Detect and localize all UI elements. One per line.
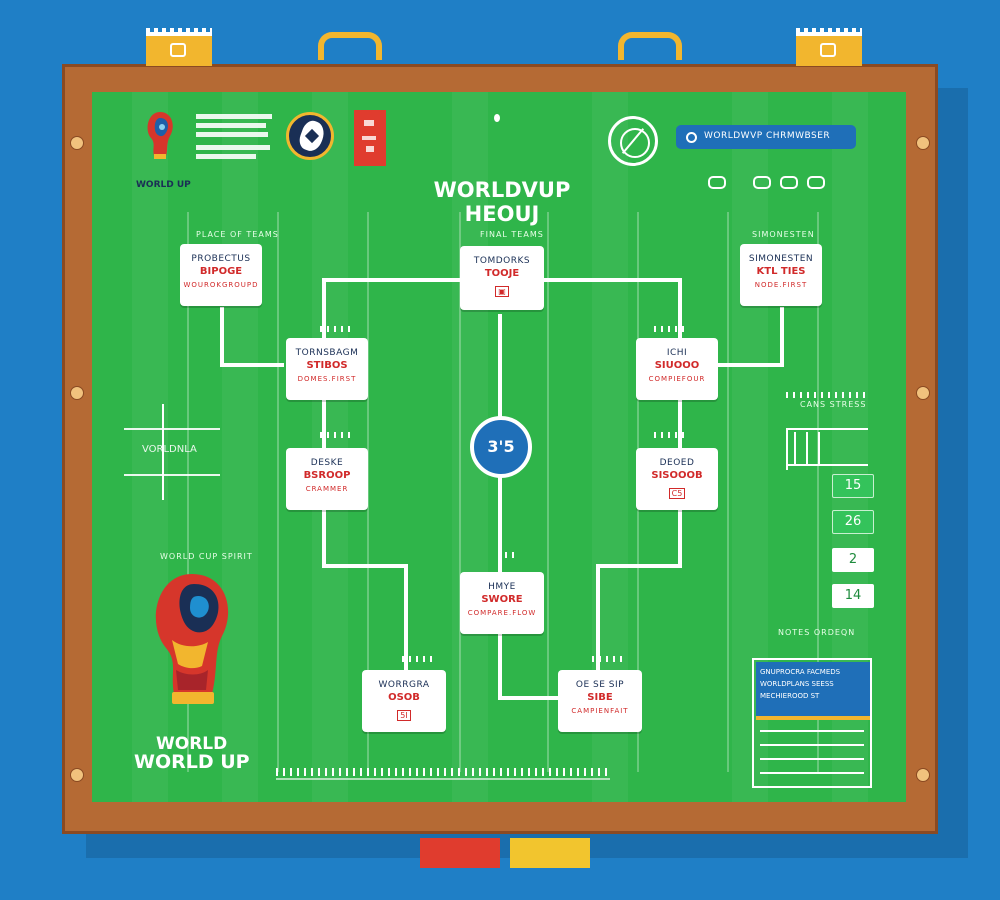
right-bottom-card[interactable]: OE SE SIP SIBE CAMPIENFAIT: [558, 670, 642, 732]
left-side-mark: [162, 404, 164, 500]
left-top-label: PLACE OF TEAMS: [196, 230, 279, 239]
card-score: SWORE: [481, 594, 523, 605]
pin-clip-left: [146, 28, 212, 66]
card-title: ICHI: [666, 348, 688, 358]
bracket-board: WORLD UP WORLDVUP HEOUJ WORLDWVP CHRMWBS…: [92, 92, 906, 802]
notes-panel[interactable]: GNUPROCRA FACMEDS WORLDPLANS SEESS MECHI…: [752, 658, 872, 788]
nail-top-right: [916, 136, 930, 150]
score-box-1[interactable]: 15: [832, 474, 874, 498]
panel-label: NOTES ORDEQN: [778, 628, 856, 637]
world-cup-logo-large: [155, 574, 229, 704]
card-title: DESKE: [310, 458, 344, 468]
right-top-label: SIMONESTEN: [752, 230, 815, 239]
nail-bottom-right: [916, 768, 930, 782]
center-score-circle[interactable]: 3'5: [470, 416, 532, 478]
nail-top-left: [70, 136, 84, 150]
left-logo-caption: WORLD WORLD UP: [134, 734, 250, 773]
center-score-value: 3'5: [487, 437, 515, 456]
card-title: WORRGRA: [378, 680, 430, 690]
center-top-label: FINAL TEAMS: [480, 230, 544, 239]
left-lower-label: WORLD CUP SPIRIT: [160, 552, 253, 561]
nail-bottom-left: [70, 768, 84, 782]
card-score: SISOOOB: [651, 470, 703, 481]
card-badge: 5I: [397, 710, 411, 721]
board-title-line2: HEOUJ: [464, 202, 540, 226]
pin-icon: [170, 43, 186, 57]
card-score: BIPOGE: [199, 266, 243, 277]
card-title: HMYE: [488, 582, 516, 592]
stats-ruler: [786, 392, 866, 398]
right-mid-bottom-card[interactable]: DEOED SISOOOB C5: [636, 448, 718, 510]
card-score: KTL TIES: [756, 266, 806, 277]
bottom-tab-yellow[interactable]: [510, 838, 590, 868]
card-note: WOUROKGROUPD: [183, 281, 259, 289]
card-score: SIBE: [587, 692, 613, 703]
world-cup-logo-small: [147, 112, 173, 159]
board-handle-right: [618, 32, 682, 60]
search-label: WORLDWVP CHRMWBSER: [704, 131, 831, 141]
left-top-card[interactable]: PROBECTUS BIPOGE WOUROKGROUPD: [180, 244, 262, 306]
card-note: CRAMMER: [305, 485, 349, 493]
pin-clip-right: [796, 28, 862, 66]
nail-mid-right: [916, 386, 930, 400]
notes-panel-header: GNUPROCRA FACMEDS WORLDPLANS SEESS MECHI…: [756, 662, 870, 720]
card-badge: C5: [668, 488, 686, 499]
search-bar[interactable]: WORLDWVP CHRMWBSER: [676, 125, 856, 149]
card-score: BSROOP: [303, 470, 351, 481]
flag-icon: [354, 110, 386, 166]
score-box-4[interactable]: 14: [832, 584, 874, 608]
bottom-tab-red[interactable]: [420, 838, 500, 868]
center-top-card[interactable]: TOMDORKS TOOJE ▣: [460, 246, 544, 310]
right-top-card[interactable]: SIMONESTEN KTL TIES NODE.FIRST: [740, 244, 822, 306]
center-bottom-card[interactable]: HMYE SWORE COMPARE.FLOW: [460, 572, 544, 634]
card-title: OE SE SIP: [575, 680, 625, 690]
score-box-3[interactable]: 2: [832, 548, 874, 572]
card-score: SIUOOO: [654, 360, 700, 371]
score-box-2[interactable]: 26: [832, 510, 874, 534]
board-title-line1: WORLDVUP: [433, 178, 571, 202]
title-dot: [494, 114, 500, 122]
stats-chart-box: [786, 428, 868, 470]
stats-label: CANS STRESS: [800, 400, 867, 409]
left-bottom-card[interactable]: WORRGRA OSOB 5I: [362, 670, 446, 732]
right-mid-top-card[interactable]: ICHI SIUOOO COMPIEFOUR: [636, 338, 718, 400]
nail-mid-left: [70, 386, 84, 400]
card-note: CAMPIENFAIT: [571, 707, 629, 715]
bottom-ruler: [276, 768, 610, 776]
board-handle-left: [318, 32, 382, 60]
card-title: PROBECTUS: [191, 254, 251, 264]
pagination-dots[interactable]: [708, 174, 826, 193]
logo-caption: WORLD UP: [136, 180, 191, 190]
card-title: DEOED: [659, 458, 695, 468]
left-side-label: VORLDNLA: [124, 428, 220, 476]
card-note: NODE.FIRST: [754, 281, 808, 289]
globe-icon[interactable]: [608, 116, 658, 166]
header-text-block: [196, 114, 272, 159]
card-score: OSOB: [388, 692, 420, 703]
card-score: STIBOS: [306, 360, 348, 371]
card-title: TOMDORKS: [473, 256, 531, 266]
bottom-line: [276, 778, 610, 780]
card-note: DOMES.FIRST: [297, 375, 357, 383]
board-title: WORLDVUP HEOUJ: [392, 178, 612, 226]
left-mid-bottom-card[interactable]: DESKE BSROOP CRAMMER: [286, 448, 368, 510]
search-icon: [686, 132, 697, 143]
trophy-icon: ▣: [495, 286, 509, 297]
card-score: TOOJE: [484, 268, 520, 279]
card-title: SIMONESTEN: [748, 254, 814, 264]
left-mid-top-card[interactable]: TORNSBAGM STIBOS DOMES.FIRST: [286, 338, 368, 400]
pin-icon: [820, 43, 836, 57]
card-note: COMPIEFOUR: [648, 375, 706, 383]
soccer-ball-icon: [286, 112, 334, 160]
card-title: TORNSBAGM: [295, 348, 359, 358]
card-note: COMPARE.FLOW: [467, 609, 537, 617]
